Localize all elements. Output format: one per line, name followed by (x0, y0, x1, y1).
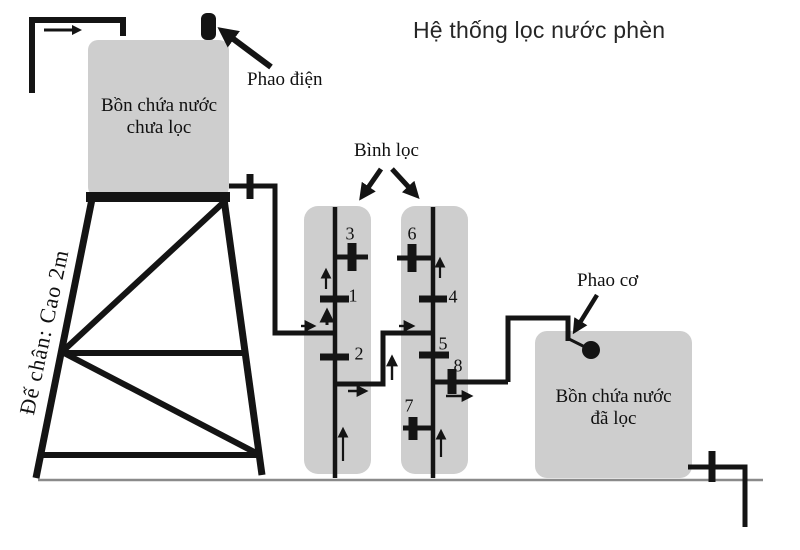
mechanical-float-pointer-arrow-icon (572, 293, 599, 335)
tank-unfiltered-label-line2: chưa lọc (126, 116, 192, 138)
tank-filtered-label: Bồn chứa nước đã lọc (535, 386, 692, 430)
pipe-filter1-to-filter2 (337, 330, 433, 387)
tank-unfiltered-label-line1: Bồn chứa nước (100, 95, 218, 116)
valve-number-1: 1 (348, 285, 358, 306)
electric-float-device (201, 13, 216, 40)
tank2-outlet-pipe (688, 451, 748, 527)
pipe-filter2-to-tank2 (505, 315, 600, 382)
filter1-valves (320, 243, 368, 361)
valve-number-2: 2 (354, 343, 364, 364)
supply-pipe (29, 17, 126, 93)
filter-columns-label: Bình lọc (354, 140, 419, 161)
electric-float-label: Phao điện (247, 69, 323, 90)
mechanical-float-arm (568, 337, 586, 349)
mechanical-float-label: Phao cơ (577, 270, 639, 291)
filter2-valves (397, 244, 508, 440)
pipe-tank1-to-filter1 (229, 174, 335, 336)
mechanical-float-ball (582, 341, 600, 359)
tank-filtered-label-line2: đã lọc (590, 407, 637, 429)
tank2-outlet-run (688, 464, 748, 527)
tank-filtered-label-line1: Bồn chứa nước (555, 386, 672, 407)
tank-unfiltered-body (88, 40, 229, 197)
stand-diagonal-lower (62, 350, 260, 457)
filter-label-arrow-left-icon (359, 167, 384, 201)
stand-frame (32, 192, 266, 479)
stand-right-leg (220, 198, 266, 476)
tank-unfiltered-label: Bồn chứa nước chưa lọc (88, 95, 230, 139)
diagram-title: Hệ thống lọc nước phèn (413, 17, 666, 43)
valve-number-5: 5 (438, 333, 448, 354)
filter-column-1-body (304, 206, 371, 474)
stand-diagonal-upper (60, 198, 228, 354)
filter-label-arrow-right-icon (390, 167, 420, 200)
supply-pipe-run (29, 17, 126, 93)
flow-arrows (301, 256, 474, 461)
valve-number-8: 8 (453, 355, 463, 376)
valve-number-4: 4 (448, 286, 458, 307)
valve-number-3: 3 (345, 223, 355, 244)
tank-filtered-body (535, 331, 692, 478)
pipe-to-tank2-run (505, 315, 571, 382)
stand-left-leg (32, 198, 96, 479)
electric-float-pointer-arrow-icon (217, 27, 273, 70)
valve-number-7: 7 (404, 395, 414, 416)
valve-number-6: 6 (407, 223, 417, 244)
